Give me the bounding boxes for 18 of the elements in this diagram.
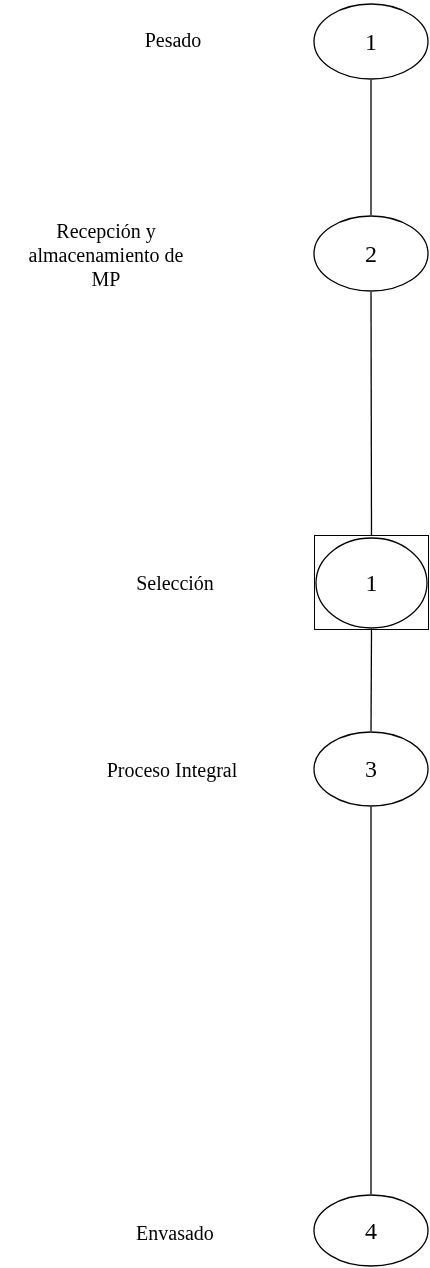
operation-circle [313,1194,429,1267]
operation-circle [313,215,429,292]
connector-line [370,79,372,216]
step-caption: Selección [135,571,215,595]
step-number: 1 [365,29,377,54]
step-number: 4 [365,1218,377,1243]
connector-line [370,806,372,1195]
step-number: 1 [365,571,378,595]
operation-circle [313,731,429,807]
step-caption: Proceso Integral [105,758,239,782]
step-number: 3 [365,757,377,781]
step-number: 2 [365,241,377,266]
connector-line [370,629,373,732]
step-caption: Pesado [143,28,203,52]
step-caption: Envasado [135,1221,215,1245]
connector-line [370,291,373,536]
operation-circle [313,3,429,80]
step-caption: Recepción y almacenamiento de MP [27,219,185,291]
